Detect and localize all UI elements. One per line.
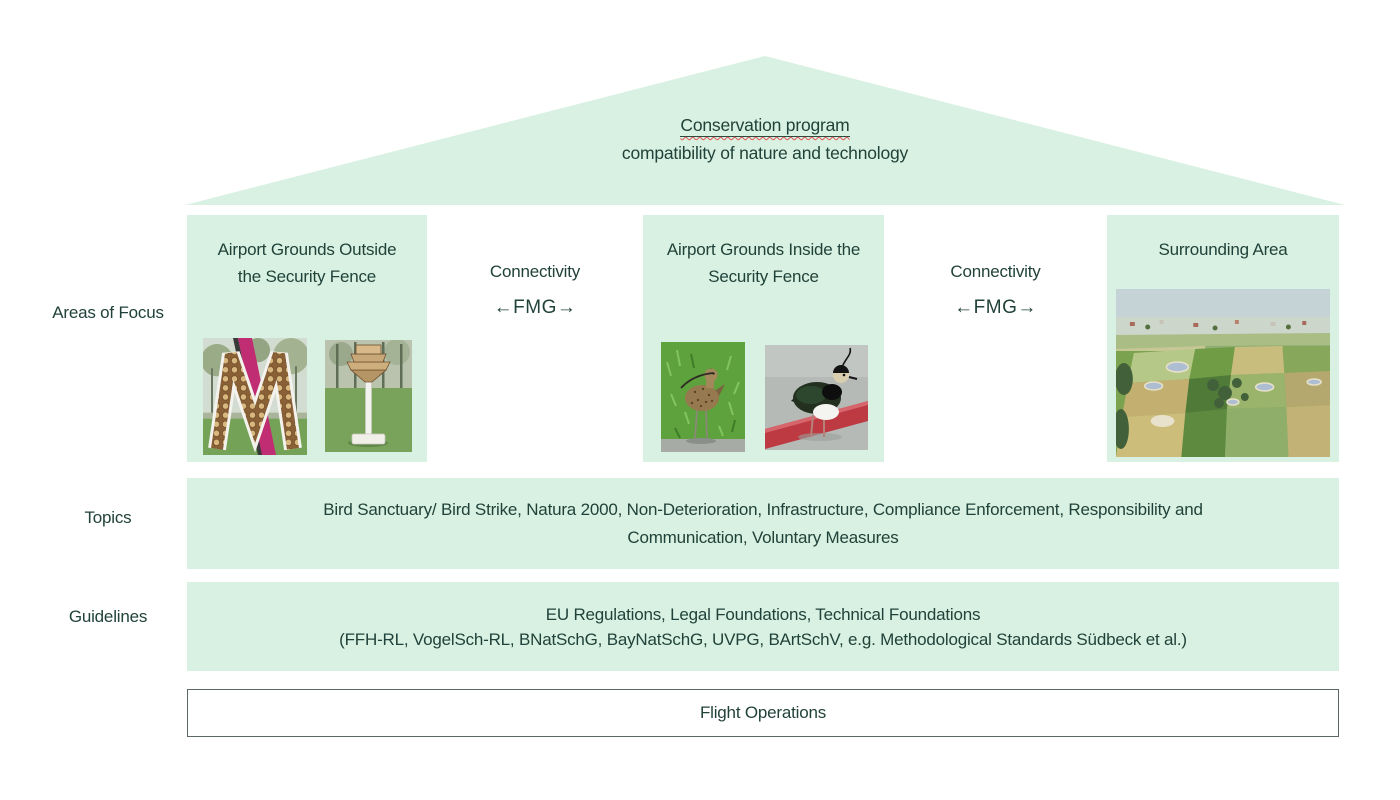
guidelines-line1: EU Regulations, Legal Foundations, Techn… bbox=[545, 604, 981, 624]
box-title-surrounding: Surrounding Area bbox=[1158, 240, 1288, 259]
flight-operations-band: Flight Operations bbox=[187, 689, 1339, 737]
guidelines-band: EU Regulations, Legal Foundations, Techn… bbox=[187, 582, 1339, 671]
box-title-inside: Airport Grounds Inside the Security Fenc… bbox=[666, 240, 861, 286]
connectivity-label: Connectivity bbox=[950, 262, 1041, 281]
insect-hotel-m-photo bbox=[203, 338, 307, 455]
box-airport-grounds-inside: Airport Grounds Inside the Security Fenc… bbox=[643, 215, 884, 462]
box-surrounding-area: Surrounding Area bbox=[1107, 215, 1339, 462]
box-airport-grounds-outside: Airport Grounds Outside the Security Fen… bbox=[187, 215, 427, 462]
lapwing-art bbox=[765, 345, 868, 450]
curlew-art bbox=[661, 342, 745, 452]
topics-line1: Bird Sanctuary/ Bird Strike, Natura 2000… bbox=[323, 499, 1203, 519]
connectivity-right: Connectivity ←FMG→ bbox=[884, 215, 1107, 462]
topics-band: Bird Sanctuary/ Bird Strike, Natura 2000… bbox=[187, 478, 1339, 569]
insect-hotel-m-art bbox=[203, 338, 307, 455]
diagram-subtitle: compatibility of nature and technology bbox=[621, 143, 909, 163]
fmg-arrows: ←FMG→ bbox=[954, 297, 1037, 318]
guidelines-line2: (FFH-RL, VogelSch-RL, BNatSchG, BayNatSc… bbox=[339, 629, 1187, 649]
aerial-fields-photo bbox=[1116, 289, 1330, 457]
row-label-areas-of-focus: Areas of Focus bbox=[52, 303, 164, 322]
diagram-title-text: Conservation program bbox=[680, 115, 850, 137]
row-label-guidelines: Guidelines bbox=[68, 607, 148, 626]
topics-line2: Communication, Voluntary Measures bbox=[627, 527, 899, 547]
connectivity-left: Connectivity ←FMG→ bbox=[427, 215, 643, 462]
fmg-arrows: ←FMG→ bbox=[493, 297, 577, 318]
bird-tower-photo bbox=[325, 340, 412, 452]
connectivity-label: Connectivity bbox=[489, 262, 581, 281]
bird-tower-art bbox=[325, 340, 412, 452]
flight-operations-label: Flight Operations bbox=[699, 703, 827, 722]
roof-title-block: Conservation program compatibility of na… bbox=[185, 111, 1345, 167]
lapwing-photo bbox=[765, 345, 868, 450]
box-title-outside: Airport Grounds Outside the Security Fen… bbox=[217, 240, 397, 286]
aerial-fields-art bbox=[1116, 289, 1330, 457]
curlew-photo bbox=[661, 342, 745, 452]
diagram-title: Conservation program bbox=[185, 111, 1345, 139]
row-label-topics: Topics bbox=[84, 508, 132, 527]
